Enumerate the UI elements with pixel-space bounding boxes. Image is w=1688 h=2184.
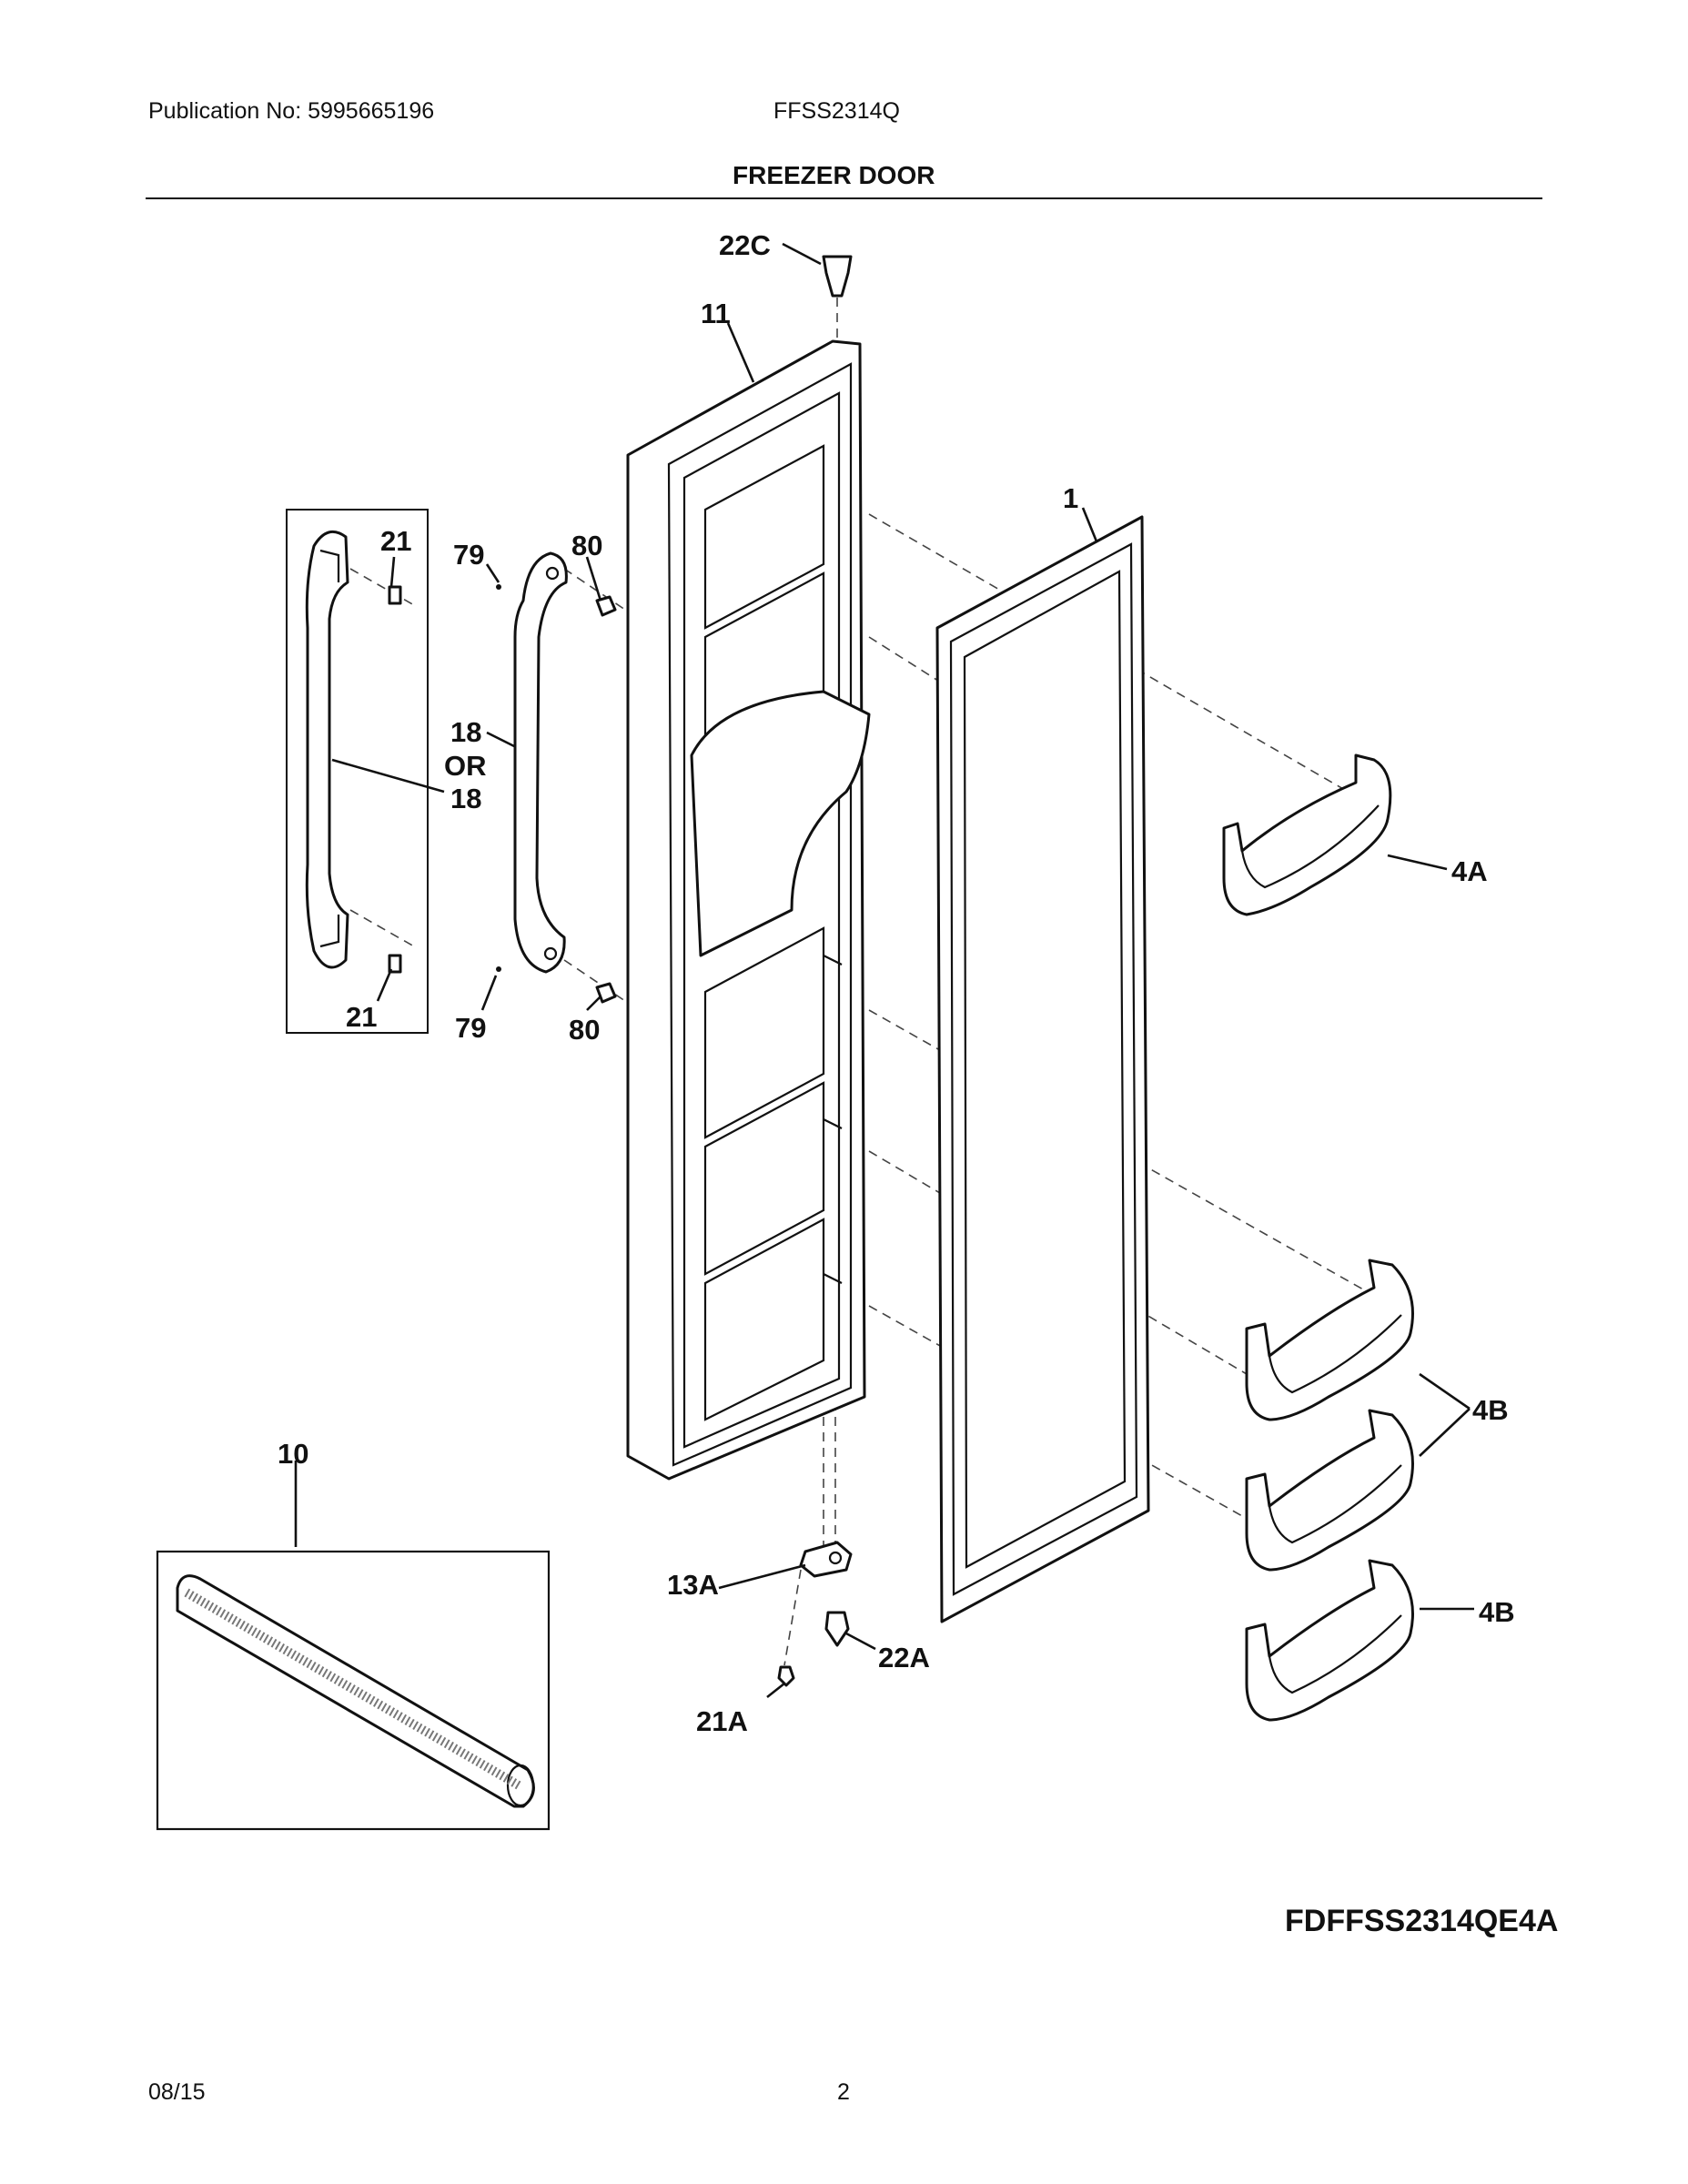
bottom-hinge-parts	[777, 1541, 853, 1687]
label-79-top: 79	[453, 539, 484, 571]
hinge-pin-top	[822, 255, 853, 298]
label-13a: 13A	[667, 1569, 719, 1601]
label-21-top: 21	[380, 525, 411, 557]
alignment-lines	[349, 282, 1393, 1666]
callout-labels: 22C 11 1 21 79 80 18 OR 18 21 79 80 4A 4…	[278, 229, 1515, 1737]
handle	[496, 551, 617, 1004]
diagram-code: FDFFSS2314QE4A	[1285, 1904, 1558, 1938]
door-bin-4b-3	[1245, 1559, 1414, 1722]
footer-date: 08/15	[148, 2079, 206, 2105]
door-bin-4b-2	[1245, 1409, 1414, 1572]
door-gasket	[935, 515, 1150, 1623]
leader-lines	[294, 242, 1474, 1699]
label-1: 1	[1063, 482, 1078, 514]
label-18-b: 18	[450, 783, 481, 814]
label-18-a: 18	[450, 716, 481, 748]
label-10: 10	[278, 1438, 308, 1470]
label-11: 11	[701, 298, 731, 329]
door-bin-4b-1	[1245, 1259, 1414, 1421]
label-22a: 22A	[878, 1642, 930, 1673]
section-title: FREEZER DOOR	[733, 161, 935, 189]
label-4b-b: 4B	[1479, 1596, 1515, 1628]
tubing-box	[156, 1550, 551, 1831]
publication-number: Publication No: 5995665196	[148, 98, 435, 124]
handle-alt-box	[286, 509, 429, 1034]
label-22c: 22C	[719, 229, 771, 261]
model-number: FFSS2314Q	[773, 98, 900, 124]
header-rule	[146, 197, 1542, 199]
label-80-bottom: 80	[569, 1014, 600, 1046]
footer-page-number: 2	[837, 2079, 850, 2105]
label-21a: 21A	[696, 1705, 748, 1737]
label-4a: 4A	[1451, 855, 1488, 887]
freezer-door	[626, 339, 871, 1481]
label-79-bottom: 79	[455, 1012, 486, 1044]
door-bin-4a	[1222, 753, 1392, 916]
label-4b-a: 4B	[1472, 1394, 1509, 1426]
label-80-top: 80	[571, 530, 602, 561]
label-or: OR	[444, 750, 487, 782]
label-21-bottom: 21	[346, 1001, 377, 1033]
